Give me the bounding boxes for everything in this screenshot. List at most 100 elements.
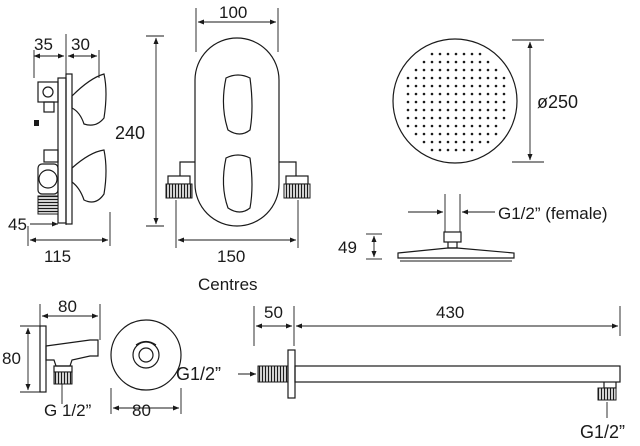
nozzle-dot <box>430 116 434 120</box>
nozzle-dot <box>454 124 458 128</box>
nozzle-dot <box>446 148 450 152</box>
nozzle-dot <box>422 92 426 96</box>
nozzle-dot <box>430 132 434 136</box>
lower-thread <box>37 195 59 215</box>
nozzle-dot <box>470 84 474 88</box>
nozzle-dot <box>454 108 458 112</box>
nozzle-dot <box>438 92 442 96</box>
nozzle-dot <box>470 76 474 80</box>
nozzle-dot <box>430 60 434 64</box>
marker <box>34 120 39 126</box>
nozzle-dot <box>422 116 426 120</box>
shower-head-face <box>392 38 518 164</box>
dim-label-240: 240 <box>115 123 145 143</box>
nozzle-dot <box>414 76 418 80</box>
upper-fitting <box>37 81 59 103</box>
nozzle-dot <box>446 68 450 72</box>
dim-label-30: 30 <box>71 35 90 54</box>
nozzle-dot <box>478 108 482 112</box>
dim-label-outlet-length: 80 <box>58 297 77 316</box>
valve-side-view: 35 30 45 115 240 <box>8 34 164 266</box>
nozzle-dot <box>422 84 426 88</box>
nozzle-dot <box>430 140 434 144</box>
nozzle-dot <box>462 52 466 56</box>
nozzle-dot <box>406 108 410 112</box>
lower-coupling <box>43 149 59 163</box>
arm-flange <box>287 349 296 399</box>
outlet-front-port <box>138 347 154 363</box>
nozzle-dot <box>494 84 498 88</box>
nozzle-dot <box>502 92 506 96</box>
nozzle-dot <box>406 76 410 80</box>
shower-head-nozzles <box>406 52 506 152</box>
nozzle-dot <box>478 68 482 72</box>
nozzle-dot <box>446 100 450 104</box>
dim-label-35: 35 <box>34 35 53 54</box>
nozzle-dot <box>486 84 490 88</box>
nozzle-dot <box>470 100 474 104</box>
nozzle-dot <box>422 132 426 136</box>
nozzle-dot <box>430 100 434 104</box>
nozzle-dot <box>406 116 410 120</box>
dim-label-outlet-height: 80 <box>2 349 21 368</box>
nozzle-dot <box>486 76 490 80</box>
nozzle-dot <box>454 140 458 144</box>
nozzle-dot <box>470 92 474 96</box>
right-inlet-pipe <box>279 161 297 176</box>
valve-body <box>57 77 67 224</box>
arm-pipe <box>294 365 621 383</box>
nozzle-dot <box>486 124 490 128</box>
nozzle-dot <box>406 92 410 96</box>
nozzle-dot <box>454 100 458 104</box>
nozzle-dot <box>470 108 474 112</box>
nozzle-dot <box>486 108 490 112</box>
nozzle-dot <box>438 68 442 72</box>
dim-label-arm: 430 <box>436 303 464 322</box>
nozzle-dot <box>446 60 450 64</box>
nozzle-dot <box>438 140 442 144</box>
nozzle-dot <box>462 140 466 144</box>
shower-head-neck <box>447 242 458 249</box>
lower-lever <box>222 154 253 213</box>
shower-arm: 50 430 G1/2” G1/2” <box>176 303 625 442</box>
dim-label-connection: G1/2” (female) <box>498 204 608 223</box>
nozzle-dot <box>414 132 418 136</box>
nozzle-dot <box>438 52 442 56</box>
nozzle-dot <box>462 92 466 96</box>
dim-caption-centres: Centres <box>198 275 258 294</box>
lower-fitting <box>37 163 59 195</box>
nozzle-dot <box>470 116 474 120</box>
outlet-thread <box>53 371 73 385</box>
wall-plate <box>65 73 73 225</box>
dim-label-100: 100 <box>219 3 247 22</box>
nozzle-dot <box>478 132 482 136</box>
nozzle-dot <box>406 84 410 88</box>
nozzle-dot <box>446 84 450 88</box>
nozzle-dot <box>462 68 466 72</box>
nozzle-dot <box>470 124 474 128</box>
lower-fitting-port <box>38 169 58 189</box>
arm-outlet-neck <box>603 382 617 389</box>
valve-front-view: 100 150 Centres <box>165 3 311 294</box>
nozzle-dot <box>438 84 442 88</box>
nozzle-dot <box>446 52 450 56</box>
nozzle-dot <box>454 60 458 64</box>
nozzle-dot <box>430 92 434 96</box>
shower-head-connector <box>443 231 462 243</box>
nozzle-dot <box>462 116 466 120</box>
nozzle-dot <box>502 76 506 80</box>
nozzle-dot <box>446 116 450 120</box>
arm-inlet-thread <box>257 365 289 383</box>
nozzle-dot <box>470 140 474 144</box>
nozzle-dot <box>494 132 498 136</box>
nozzle-dot <box>462 132 466 136</box>
nozzle-dot <box>494 100 498 104</box>
upper-coupling <box>43 101 55 113</box>
nozzle-dot <box>494 124 498 128</box>
nozzle-dot <box>406 124 410 128</box>
nozzle-dot <box>462 124 466 128</box>
nozzle-dot <box>454 92 458 96</box>
dim-label-diameter: ø250 <box>537 92 578 112</box>
nozzle-dot <box>494 68 498 72</box>
nozzle-dot <box>430 68 434 72</box>
